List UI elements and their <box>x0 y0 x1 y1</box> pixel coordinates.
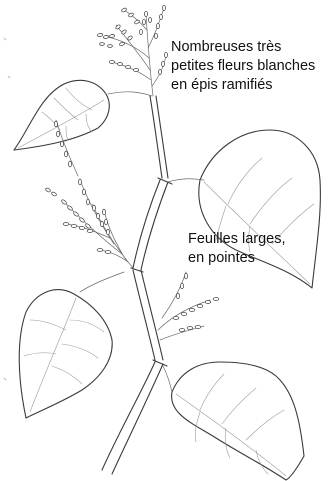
leaf-upper-left <box>13 79 153 151</box>
sketch-marks <box>3 37 11 381</box>
top-flower-buds <box>97 5 168 76</box>
annotation-flowers-line-3: en épis ramifiés <box>171 77 273 93</box>
main-stem <box>101 95 173 475</box>
annotation-leaves-line-1: Feuilles larges, <box>188 231 286 247</box>
leaf-lower-left <box>18 271 125 419</box>
left-flower-panicle <box>55 119 134 269</box>
annotation-flowers: Nombreuses très petites fleurs blanches … <box>171 38 315 95</box>
annotation-leaves-line-2: en pointes <box>188 250 255 266</box>
annotation-flowers-line-1: Nombreuses très <box>171 39 282 55</box>
leaf-right-large <box>167 129 321 289</box>
right-flower-buds <box>172 272 220 332</box>
leaf-lower-right <box>162 361 305 481</box>
annotation-leaves: Feuilles larges, en pointes <box>188 230 286 268</box>
annotation-flowers-line-2: petites fleurs blanches <box>171 58 316 74</box>
left-flower-buds <box>45 120 112 254</box>
